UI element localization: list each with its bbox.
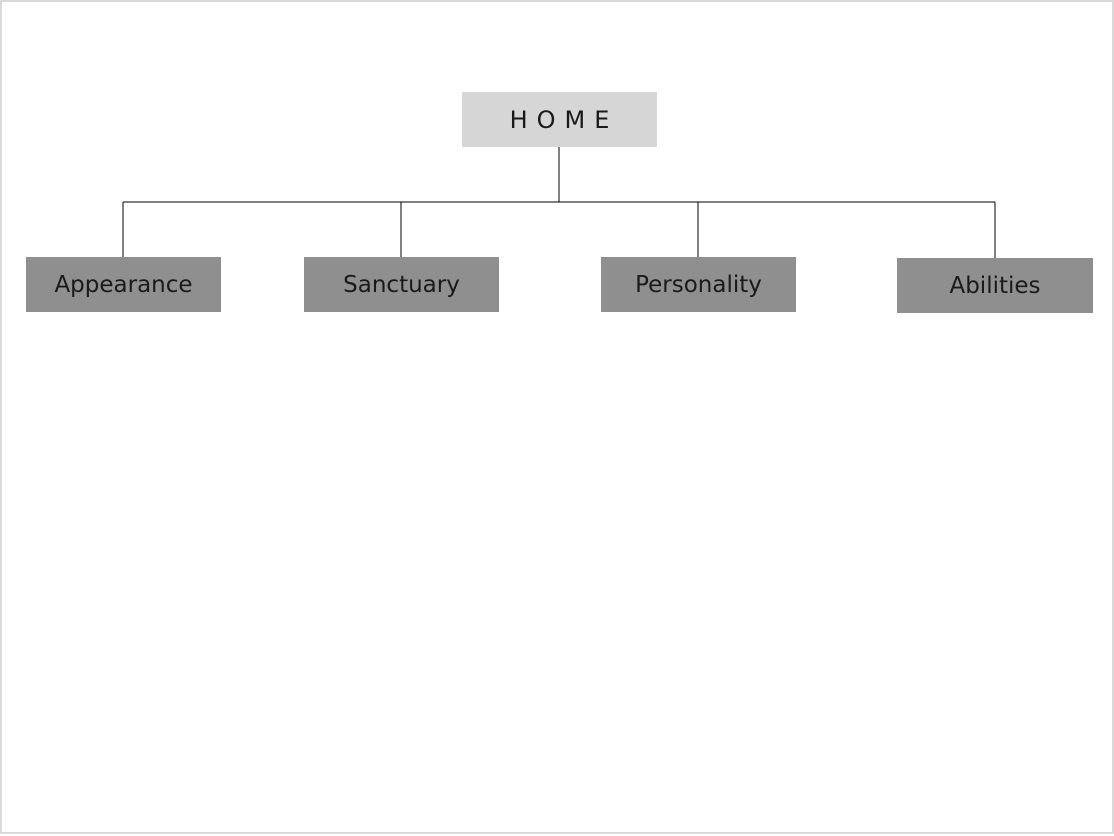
abilities-node[interactable]: Abilities	[897, 258, 1093, 313]
sanctuary-node[interactable]: Sanctuary	[304, 257, 499, 312]
appearance-node[interactable]: Appearance	[26, 257, 221, 312]
personality-node[interactable]: Personality	[601, 257, 796, 312]
home-node[interactable]: HOME	[462, 92, 657, 147]
